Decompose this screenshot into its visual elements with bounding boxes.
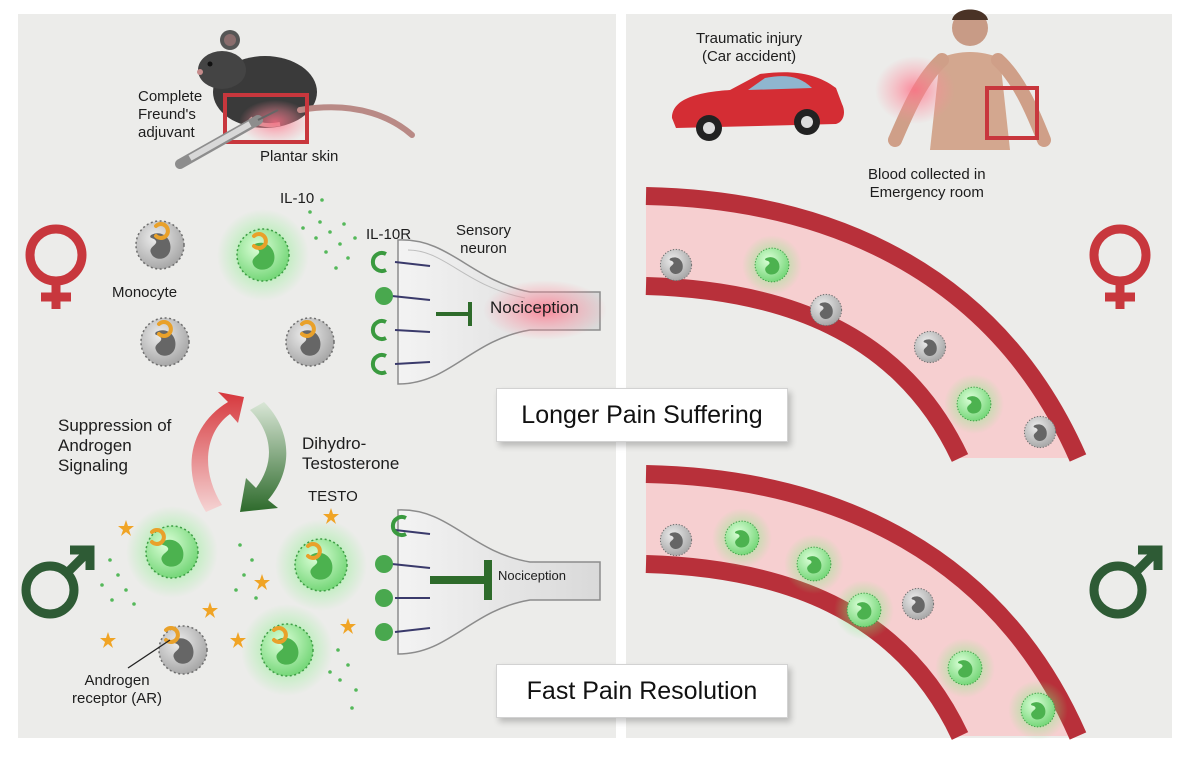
trauma-label: Traumatic injury(Car accident) <box>696 30 803 65</box>
nociception-bottom-label: Nociception <box>498 568 566 583</box>
inflammation-glow <box>239 100 311 144</box>
nociception-top-label: Nociception <box>490 298 579 317</box>
sensory-neuron-top <box>370 239 607 385</box>
il10-cytokine-dots <box>301 198 357 270</box>
blood-draw-box <box>985 86 1039 140</box>
dht-arrow <box>240 402 287 512</box>
sensory-neuron-bottom <box>375 509 601 655</box>
androgen-receptor-pointer <box>127 639 171 669</box>
il10r-label: IL-10R <box>366 226 412 243</box>
longer-pain-banner: Longer Pain Suffering <box>496 388 788 442</box>
dht-label: Dihydro-Testosterone <box>302 434 400 473</box>
male-symbol-right-icon <box>1089 545 1163 619</box>
monocyte-label: Monocyte <box>112 284 178 301</box>
female-symbol-right-icon <box>1089 224 1151 309</box>
fast-resolution-banner: Fast Pain Resolution <box>496 664 788 718</box>
injury-glow <box>875 56 955 124</box>
car-illustration <box>672 72 844 141</box>
blood-vessel-male <box>645 465 1087 741</box>
monocyte-cells-male <box>125 505 368 697</box>
testosterone-stars <box>100 508 356 648</box>
female-symbol-icon <box>25 224 87 309</box>
testo-label: TESTO <box>308 488 358 505</box>
male-symbol-icon <box>21 545 95 619</box>
plantar-skin-label: Plantar skin <box>260 148 339 165</box>
plantar-skin-box <box>223 93 309 144</box>
syringe-icon <box>175 109 279 169</box>
il10-label: IL-10 <box>280 190 315 207</box>
blood-vessel-female <box>645 187 1087 462</box>
suppression-arrow <box>191 392 244 512</box>
